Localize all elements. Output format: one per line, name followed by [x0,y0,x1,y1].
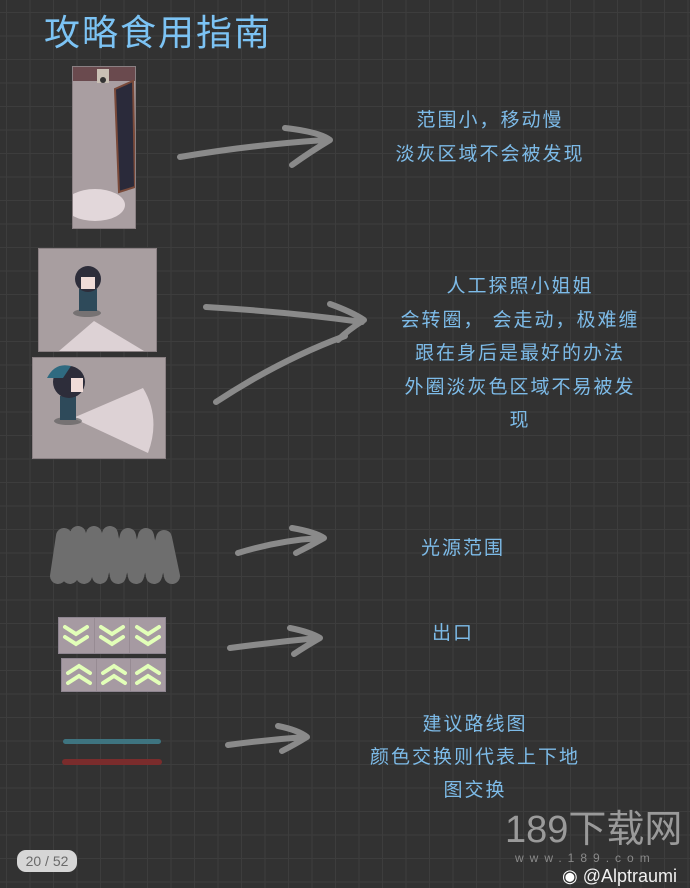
arrow-icon [177,125,333,168]
chevron-down-icon [130,618,165,653]
text-line: 建议路线图 [422,713,528,735]
chevron-up-icon [62,659,97,691]
route-line-red [62,759,162,765]
text-line: 人工探照小姐姐 [446,275,594,297]
girl-side-illustration [33,358,165,458]
light-range-scribble [50,526,180,584]
text-line: 淡灰区域不会被发现 [395,142,585,165]
weibo-handle: ◉ @Alptraumi [562,866,677,886]
text-line: 现 [509,409,531,431]
exit-tiles-up [61,658,166,692]
text-line: 图交换 [443,779,507,801]
arrow-icon [235,525,327,556]
page-indicator: 20 / 52 [17,850,77,872]
text-line: 范围小，移动慢 [416,109,564,131]
section-4-text: 出口 [432,617,474,651]
weibo-icon: ◉ [562,866,578,886]
text-line: 跟在身后是最好的办法 [414,342,626,364]
section-5-text: 建议路线图 颜色交换则代表上下地 图交换 [370,708,580,807]
section-3-text: 光源范围 [421,532,505,566]
exit-tiles-down [58,617,166,654]
section-2-text: 人工探照小姐姐 会转圈， 会走动，极难缠 跟在身后是最好的办法 外圈淡灰色区域不… [400,270,639,438]
chevron-up-icon [97,659,132,691]
text-line: 会转圈， 会走动，极难缠 [400,308,640,331]
arrow-icon [227,625,323,657]
page-title: 攻略食用指南 [44,13,273,54]
chevron-down-icon [95,618,131,653]
arrow-icon [225,723,310,754]
route-line-teal [63,739,161,744]
text-line: 光源范围 [420,537,506,559]
spotlight-illustration [73,67,135,228]
girl-front-illustration [39,249,156,351]
section-1-text: 范围小，移动慢 淡灰区域不会被发现 [395,104,584,171]
text-line: 外圈淡灰色区域不易被发 [404,375,636,398]
text-line: 出口 [431,622,475,644]
weibo-handle-text: @Alptraumi [582,866,678,886]
watermark-url: www.189.com [515,851,656,865]
text-line: 颜色交换则代表上下地 [369,746,581,768]
spotlight-camera-screenshot [72,66,136,229]
arrow-icon [213,333,348,405]
searchlight-girl-screenshot-front [38,248,157,352]
searchlight-girl-screenshot-side [32,357,166,459]
chevron-up-icon [131,659,165,691]
chevron-down-icon [59,618,95,653]
watermark-site: 189下载网 [505,809,683,851]
